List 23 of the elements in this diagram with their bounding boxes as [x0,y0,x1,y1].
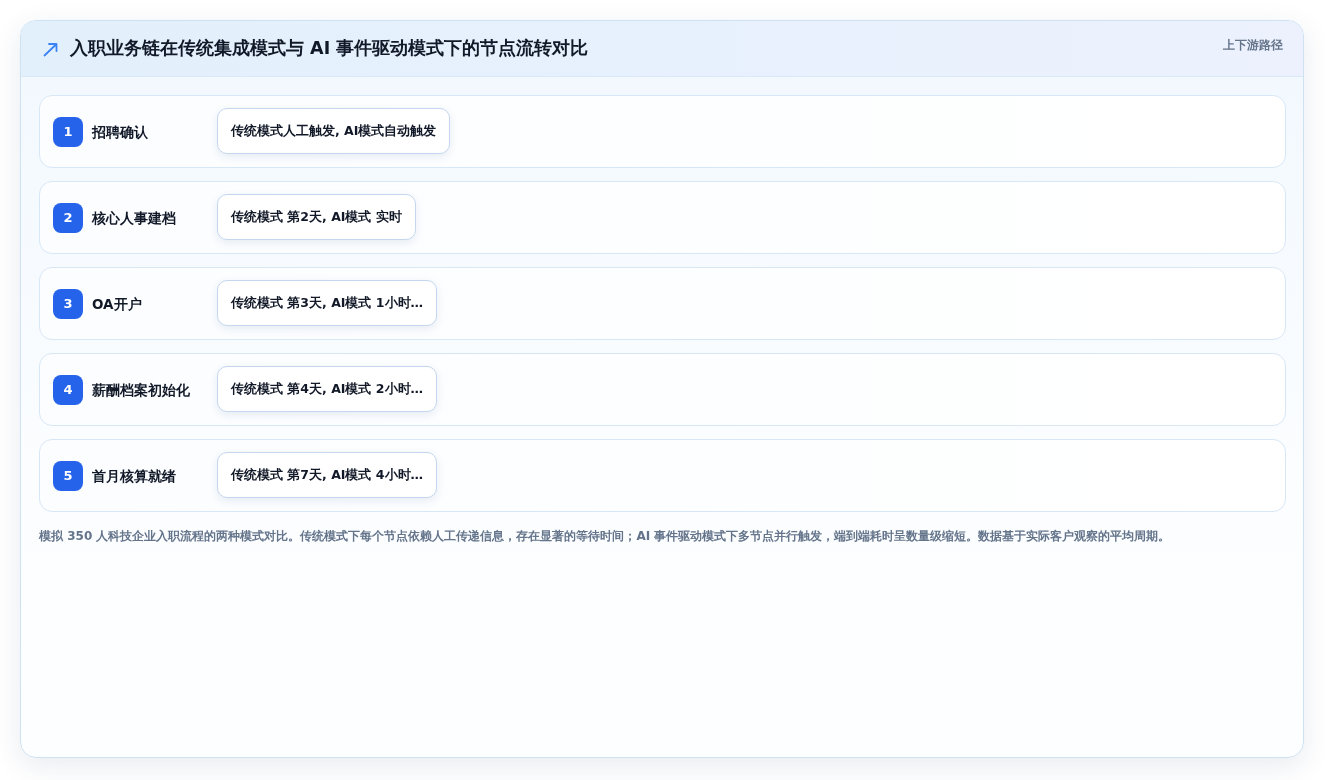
step-label: OA开户 [92,295,142,314]
step-card [39,353,1286,426]
step-card [39,439,1286,512]
diagram-title: 入职业务链在传统集成模式与 AI 事件驱动模式下的节点流转对比 [70,37,589,60]
timing-card: 传统模式人工触发, AI模式自动触发 [217,108,451,154]
step-label: 首月核算就绪 [92,467,176,486]
timing-card: 传统模式 第4天, AI模式 2小时… [217,366,438,412]
caption-note: 模拟 350 人科技企业入职流程的两种模式对比。传统模式下每个节点依赖人工传递信息，存在显著的等待时间；AI 事件驱动模式下多节点并行触发，端到端耗时呈数量级缩短。数据基于实际客户观察的平均周期。 [39,528,1171,545]
timing-card: 传统模式 第7天, AI模式 4小时… [217,452,438,498]
step-label: 招聘确认 [92,123,148,142]
timing-card: 传统模式 第3天, AI模式 1小时… [217,280,438,326]
step-number-badge: 3 [53,289,83,319]
step-number-badge: 5 [53,461,83,491]
step-number-badge: 1 [53,117,83,147]
step-card [39,95,1286,168]
step-number-badge: 4 [53,375,83,405]
step-card [39,267,1286,340]
step-number-badge: 2 [53,203,83,233]
step-label: 薪酬档案初始化 [92,381,190,400]
timing-card: 传统模式 第2天, AI模式 实时 [217,194,416,240]
step-label: 核心人事建档 [92,209,176,228]
path-note: 上下游路径 [1223,37,1283,54]
step-card [39,181,1286,254]
